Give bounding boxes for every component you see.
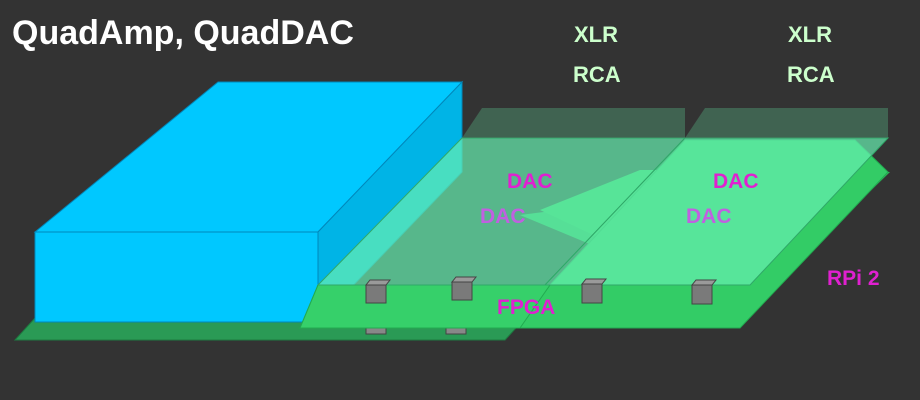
fpga-label: FPGA — [497, 296, 555, 319]
dac-label-upper-right: DAC — [713, 170, 759, 193]
chip-4 — [690, 279, 718, 305]
rca-label-left: RCA — [573, 62, 621, 87]
chip-3 — [580, 278, 608, 304]
page-title: QuadAmp, QuadDAC — [12, 14, 354, 52]
xlr-label-right: XLR — [788, 22, 832, 47]
xlr-label-left: XLR — [574, 22, 618, 47]
chip-2 — [450, 276, 478, 301]
dac-label-upper-left: DAC — [507, 170, 553, 193]
dac-label-lower-left: DAC — [480, 205, 526, 228]
amp-block-front — [34, 231, 319, 323]
upper-board-left — [462, 108, 685, 138]
chip-1 — [364, 279, 392, 304]
dac-label-lower-right: DAC — [686, 205, 732, 228]
upper-board-right — [685, 108, 888, 138]
rca-label-right: RCA — [787, 62, 835, 87]
rpi-label: RPi 2 — [827, 267, 880, 290]
